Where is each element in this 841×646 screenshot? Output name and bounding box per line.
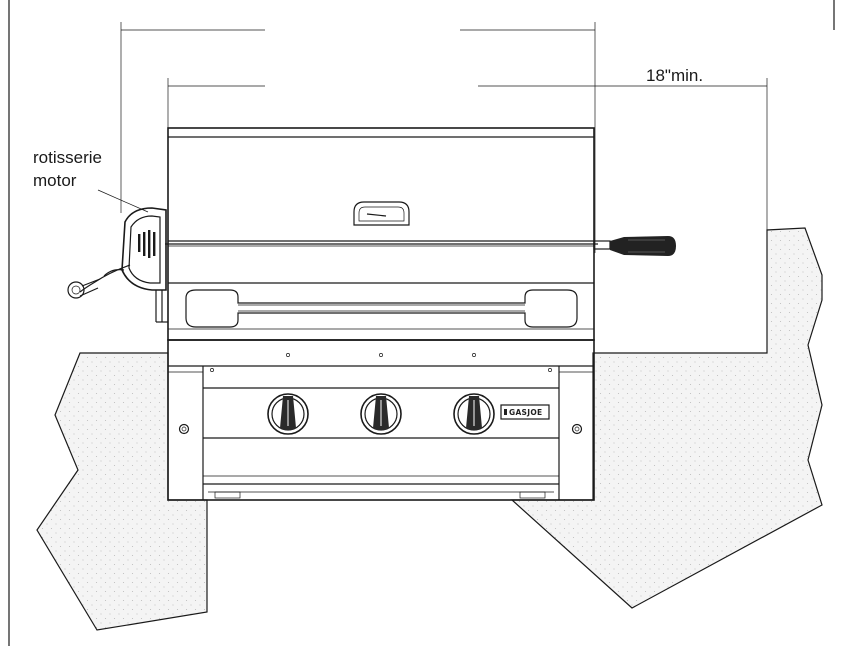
mount-screw-left [178,423,190,435]
rotisserie-motor [67,207,168,323]
rotisserie-spit [165,236,676,256]
mount-screw-right [571,423,583,435]
rotisserie-label: rotisserie [33,148,102,167]
countertop-left [36,352,208,631]
dimension-lines [120,22,768,253]
countertop-right [510,227,823,609]
labels: rotisserie motor 18"min. [33,66,703,213]
motor-leader-line [97,189,149,213]
thermometer-gauge [353,201,410,226]
countertop [36,227,823,631]
grill: GASJOE [67,127,676,501]
motor-label: motor [33,171,77,190]
control-knob-3 [453,393,495,435]
grill-base [167,339,595,501]
brand-logo-text: GASJOE [509,408,542,417]
clearance-label: 18"min. [646,66,703,85]
hood-handle [185,289,578,328]
control-knob-1 [267,393,309,435]
page-frame [8,0,835,646]
control-knob-2 [360,393,402,435]
brand-badge: GASJOE [500,404,550,420]
grill-hood [167,127,595,341]
